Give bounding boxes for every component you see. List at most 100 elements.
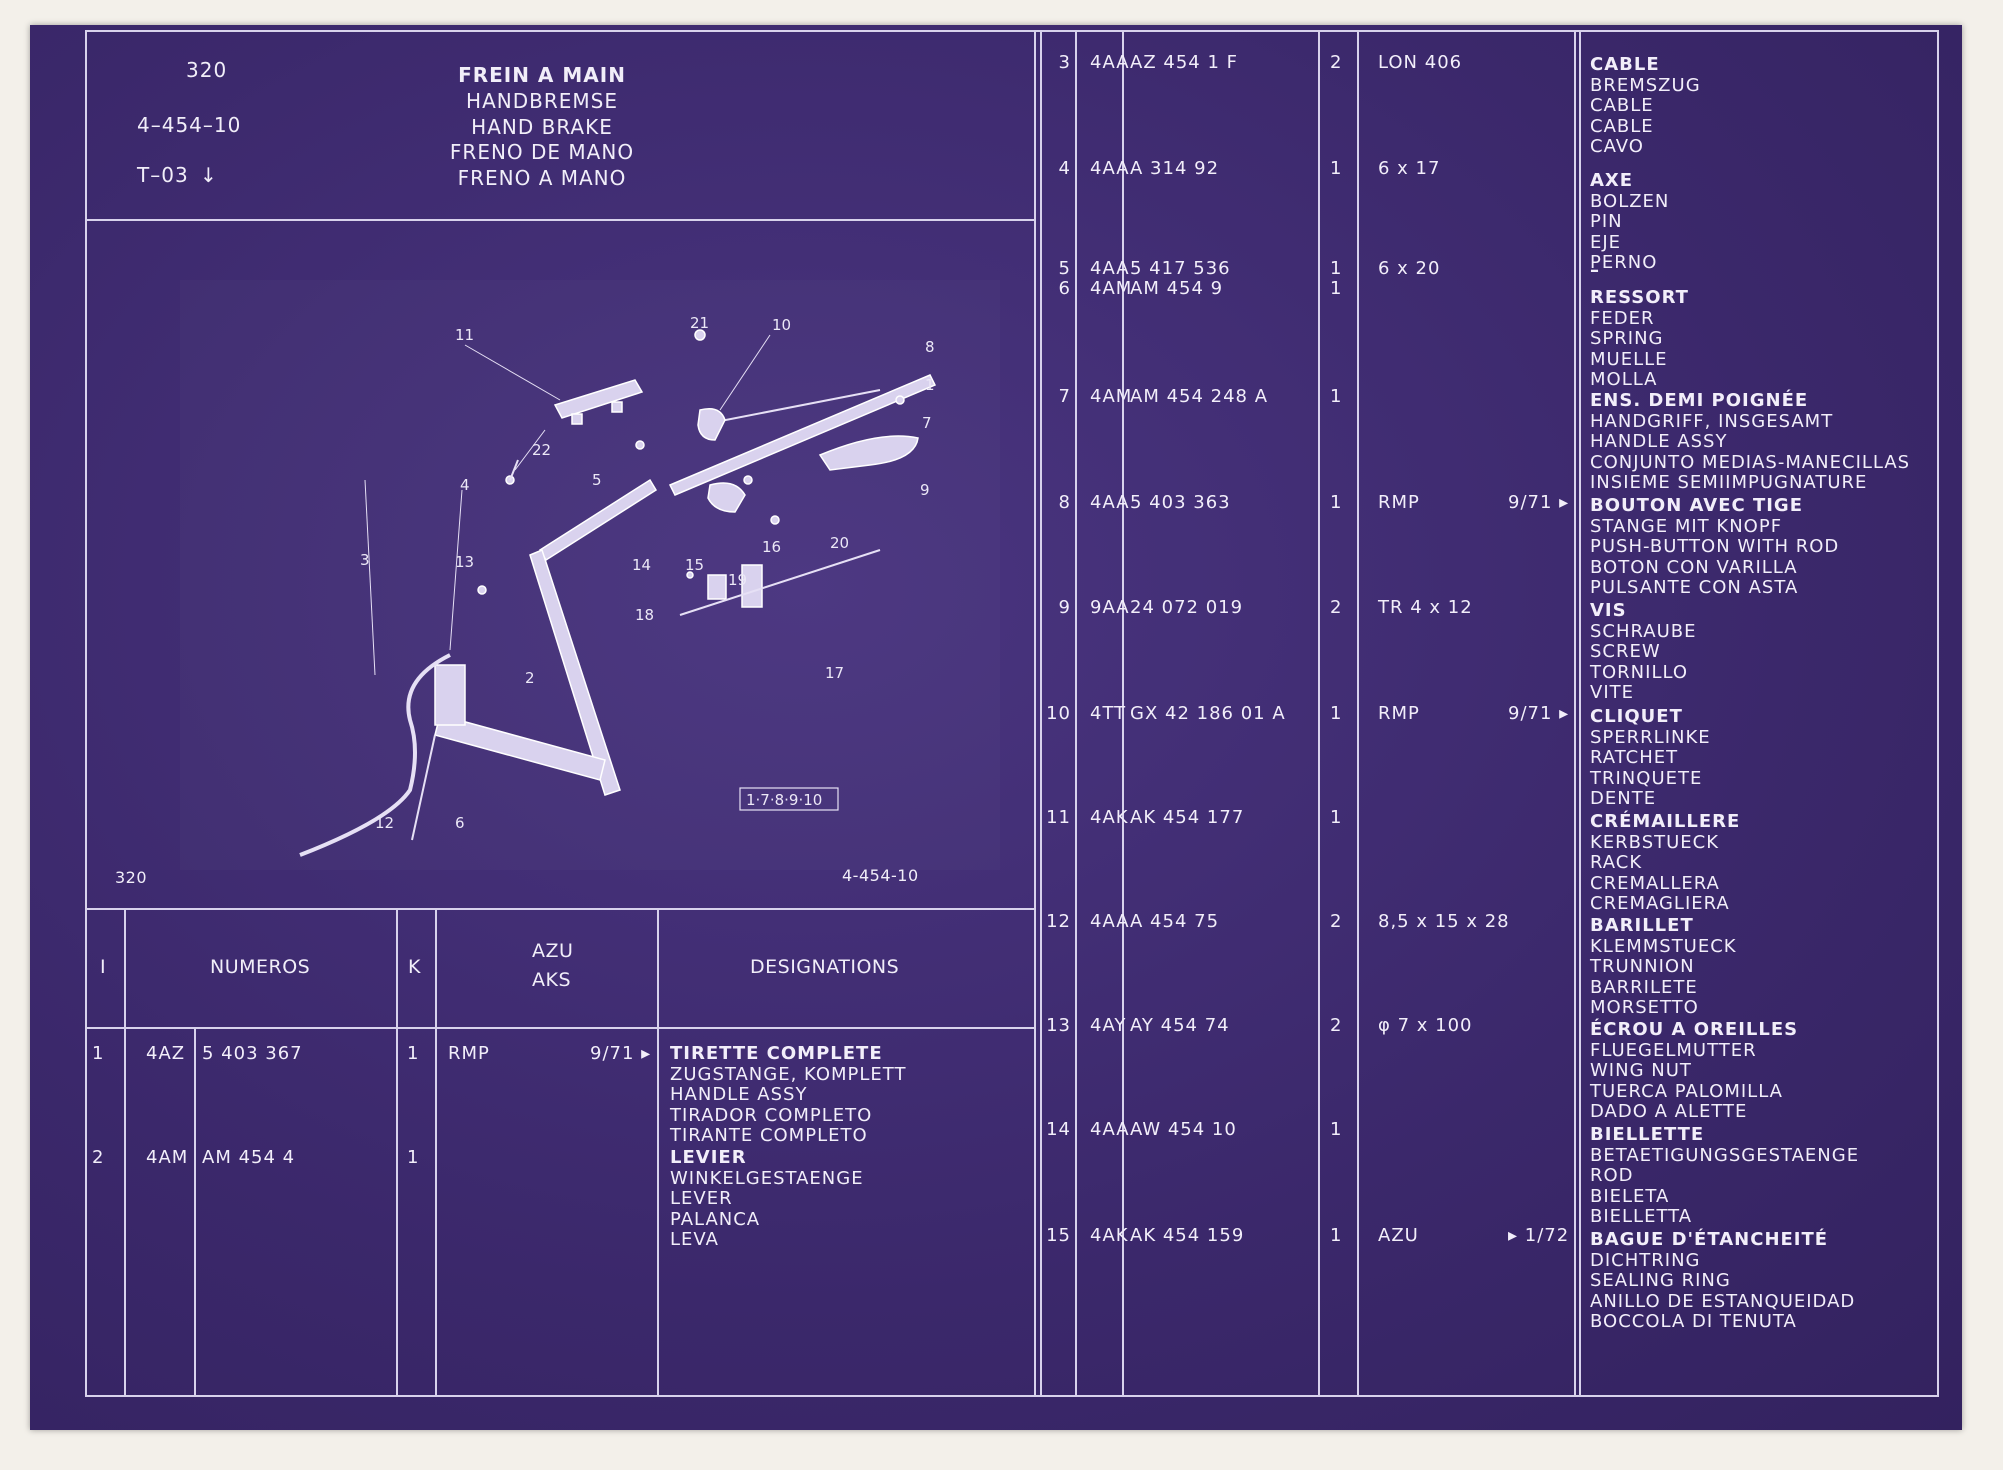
row-prefix: 4AM [146,1147,189,1168]
row-desc-line: – [1590,260,1600,281]
row-desc-line: SCREW [1590,641,1661,663]
row-azu: 6 x 17 [1378,158,1441,179]
th-index: I [100,956,107,978]
exploded-drawing: 11 21 10 8 1 7 9 22 5 4 3 13 14 15 16 20… [180,280,1000,870]
th-designations: DESIGNATIONS [750,956,900,978]
row-desc-line: BREMSZUG [1590,74,1701,96]
handbrake-drawing: 11 21 10 8 1 7 9 22 5 4 3 13 14 15 16 20… [299,314,937,857]
row-desc-line: RACK [1590,852,1643,874]
row-desc-line: CLIQUET [1590,706,1683,727]
callout-15: 15 [685,556,704,574]
title-en: HAND BRAKE [471,115,613,139]
row-index: 5 [1058,258,1071,279]
th-azu-1: AZU [532,940,574,962]
part-9 [818,435,919,471]
row-desc-line: SPERRLINKE [1590,726,1711,748]
row-desc-line: CREMALLERA [1590,872,1720,894]
row-desc-line: LEVA [670,1229,719,1251]
callout-18: 18 [635,606,654,624]
row-azu: LON 406 [1378,52,1463,73]
row-k: 2 [1330,52,1343,73]
part-17-rod [679,549,881,616]
row-desc-line: TIRETTE COMPLETE [670,1043,883,1064]
row-desc-line: TORNILLO [1590,661,1689,683]
mid-divider-a [1034,30,1036,1397]
row-azu: RMP [448,1043,490,1064]
callout-3: 3 [360,551,370,569]
row-desc-line: PERNO [1590,252,1658,274]
row-prefix: 4AA [1090,492,1130,513]
row-desc-line: VIS [1590,600,1627,621]
row-prefix: 4AZ [146,1043,186,1064]
part-18 [686,571,694,579]
row-desc-line: BIELETA [1590,1185,1670,1207]
row-desc-line: DICHTRING [1590,1249,1701,1271]
row-k: 1 [407,1043,420,1064]
callout-14: 14 [632,556,651,574]
row-desc-line: BOCCOLA DI TENUTA [1590,1311,1797,1333]
part-10 [697,408,726,441]
rt-col2 [1122,30,1124,1397]
part-7 [895,395,905,405]
table-header-bottom [85,1027,1034,1029]
row-desc-line: FLUEGELMUTTER [1590,1039,1757,1061]
row-desc-line: ANILLO DE ESTANQUEIDAD [1590,1290,1856,1312]
row-prefix: 9AA [1090,597,1130,618]
row-index: 12 [1046,911,1071,932]
row-desc-line: RATCHET [1590,747,1679,769]
row-desc-line: HANDGRIFF, INSGESAMT [1590,410,1834,432]
row-desc-line: AXE [1590,170,1634,191]
note-box: 1·7·8·9·10 [746,791,822,809]
row-prefix: 4AK [1090,807,1129,828]
row-desc-line: CONJUNTO MEDIAS-MANECILLAS [1590,451,1911,473]
row-k: 2 [1330,1015,1343,1036]
row-number: AZ 454 1 F [1130,52,1238,73]
row-desc-line: CRÉMAILLERE [1590,811,1741,832]
row-desc-line: INSIEME SEMIIMPUGNATURE [1590,472,1868,494]
row-azu: RMP [1378,492,1420,513]
part-22 [509,459,519,481]
row-index: 14 [1046,1119,1071,1140]
title-de: HANDBREMSE [466,89,618,113]
row-number: AM 454 9 [1130,278,1224,299]
row-desc-line: CABLE [1590,54,1660,75]
row-index: 10 [1046,703,1071,724]
row-index: 7 [1058,386,1071,407]
plate-number: 4–454–10 [137,113,242,137]
row-number: GX 42 186 01 A [1130,703,1286,724]
leader-11 [464,344,561,401]
callout-21: 21 [690,314,709,332]
part-16 [743,475,753,485]
part-12 [411,734,436,841]
row-k: 1 [1330,1225,1343,1246]
row-desc-line: HANDLE ASSY [1590,431,1728,453]
part-13 [477,585,487,595]
part-6 [434,714,606,781]
part-15 [707,482,746,513]
row-desc-line: BOUTON AVEC TIGE [1590,495,1804,516]
row-index: 3 [1058,52,1071,73]
row-desc-line: MOLLA [1590,369,1658,391]
lt-col3 [396,908,398,1397]
callout-8: 8 [925,338,935,356]
row-prefix: 4AM [1090,386,1133,407]
row-desc-line: TRUNNION [1590,956,1695,978]
row-azu: RMP [1378,703,1420,724]
row-desc-line: MUELLE [1590,348,1668,370]
row-prefix: 4AA [1090,52,1130,73]
row-desc-line: ROD [1590,1165,1634,1187]
row-desc-line: TIRANTE COMPLETO [670,1125,868,1147]
mid-divider-b [1040,30,1042,1397]
row-k: 1 [1330,807,1343,828]
row-desc-line: DENTE [1590,788,1657,810]
row-number: A 454 75 [1130,911,1220,932]
row-desc-line: RESSORT [1590,287,1689,308]
row-desc-line: ZUGSTANGE, KOMPLETT [670,1063,907,1085]
row-desc-line: PALANCA [670,1208,761,1230]
part-11-foot-b [611,401,623,413]
callout-5: 5 [592,471,602,489]
part-2 [529,548,621,796]
callout-4: 4 [460,476,470,494]
row-prefix: 4AA [1090,1119,1130,1140]
header-divider [85,219,1034,221]
